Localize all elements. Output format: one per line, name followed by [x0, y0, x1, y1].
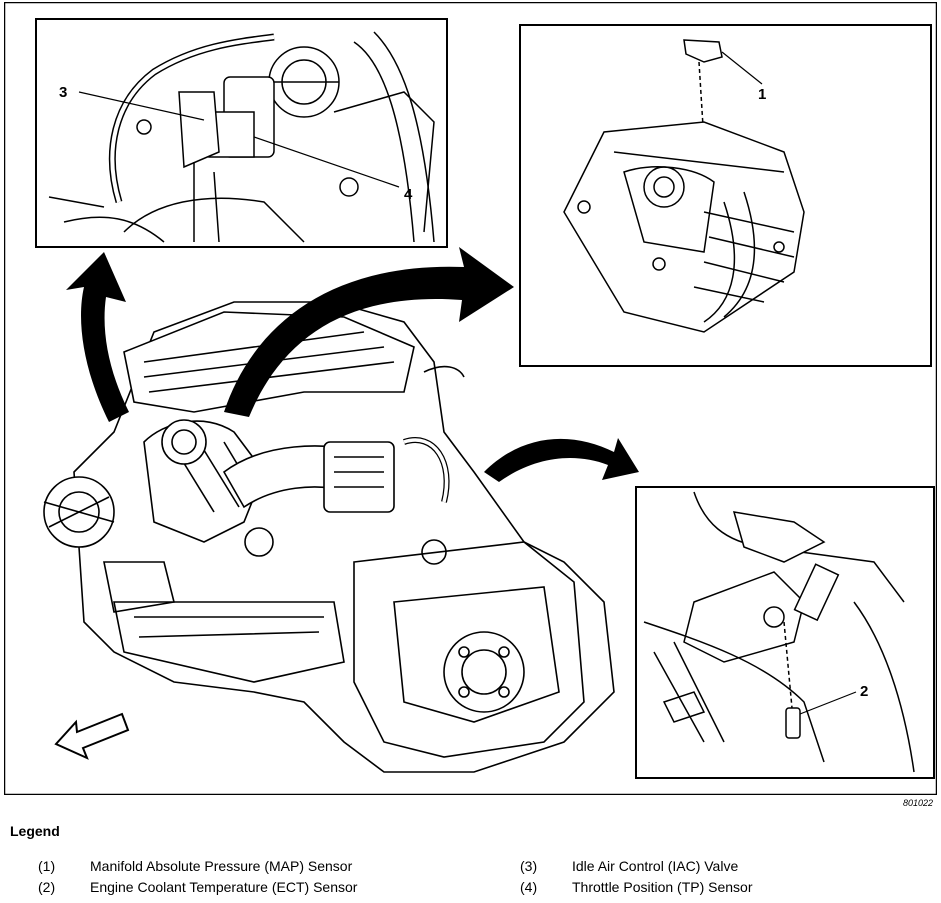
- legend-item-label: Manifold Absolute Pressure (MAP) Sensor: [90, 858, 353, 874]
- legend-item-3: (3) Idle Air Control (IAC) Valve: [520, 858, 738, 874]
- legend-item-1: (1) Manifold Absolute Pressure (MAP) Sens…: [38, 858, 352, 874]
- callout-1: 1: [758, 86, 766, 103]
- legend-item-number: (4): [520, 879, 538, 895]
- legend-item-4: (4) Throttle Position (TP) Sensor: [520, 879, 753, 895]
- inset-intake-manifold: 1: [519, 24, 932, 367]
- legend-item-number: (2): [38, 879, 56, 895]
- legend-item-number: (1): [38, 858, 56, 874]
- inset-coolant-sensor: 2: [635, 486, 935, 779]
- pointer-arrows: [54, 247, 639, 760]
- callout-3: 3: [59, 84, 67, 101]
- figure-id: 801022: [902, 798, 933, 808]
- legend-item-label: Engine Coolant Temperature (ECT) Sensor: [90, 879, 358, 895]
- legend-item-number: (3): [520, 858, 538, 874]
- legend-item-2: (2) Engine Coolant Temperature (ECT) Sens…: [38, 879, 357, 895]
- engine-sensor-diagram: 3 4 1: [4, 2, 937, 795]
- engine-assembly: [43, 301, 615, 773]
- leader-line-4: [253, 136, 400, 188]
- legend-title: Legend: [10, 823, 60, 839]
- callout-2: 2: [860, 683, 868, 700]
- leader-line-1: [721, 51, 763, 85]
- callout-4: 4: [404, 186, 413, 203]
- figure-frame: [4, 2, 937, 795]
- legend-item-label: Idle Air Control (IAC) Valve: [572, 858, 739, 874]
- legend-item-label: Throttle Position (TP) Sensor: [572, 879, 753, 895]
- inset-throttle-body: 3 4: [35, 18, 448, 248]
- leader-line-2: [799, 691, 857, 715]
- leader-line-3: [78, 91, 205, 121]
